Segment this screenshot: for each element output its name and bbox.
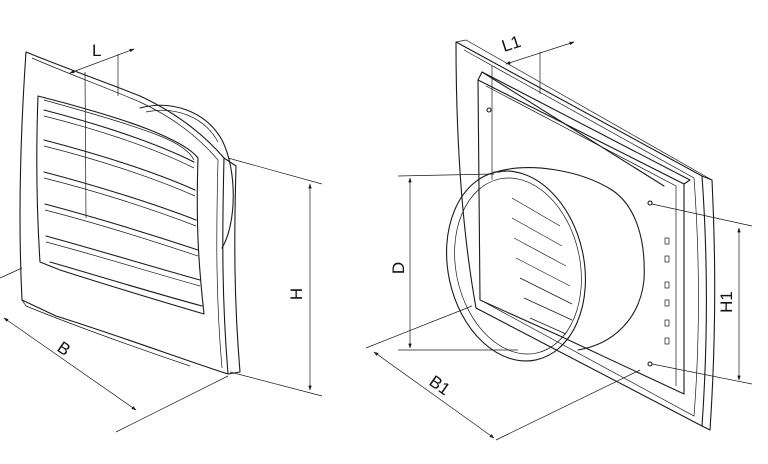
duct-collar xyxy=(446,167,645,362)
outer-frame xyxy=(19,51,241,375)
inner-opening xyxy=(36,95,205,315)
dimension-l1: L1 xyxy=(499,32,575,65)
dimension-l: L xyxy=(69,41,135,74)
louver-slats xyxy=(43,109,203,307)
rear-duct-sleeve xyxy=(139,104,234,249)
label-l1: L1 xyxy=(499,32,523,56)
mounting-hole xyxy=(647,361,653,367)
inner-louvers xyxy=(511,197,573,335)
front-grille-view xyxy=(19,51,241,375)
dimension-h1: H1 xyxy=(651,203,753,385)
dimension-b: B xyxy=(0,267,229,433)
hinge-tabs xyxy=(664,237,670,345)
mounting-plate xyxy=(477,71,691,395)
label-b: B xyxy=(54,338,74,360)
label-b1: B1 xyxy=(426,372,454,399)
label-h1: H1 xyxy=(717,291,736,313)
rear-outer-frame xyxy=(455,39,716,431)
label-l: L xyxy=(92,41,101,60)
mounting-hole xyxy=(647,200,653,206)
mounting-hole xyxy=(486,107,492,113)
dimension-h: H xyxy=(227,157,323,397)
label-h: H xyxy=(287,288,306,300)
label-d: D xyxy=(389,262,408,274)
rear-duct-view xyxy=(446,39,716,431)
dimension-b1: B1 xyxy=(365,305,641,441)
dimension-d: D xyxy=(389,173,518,351)
